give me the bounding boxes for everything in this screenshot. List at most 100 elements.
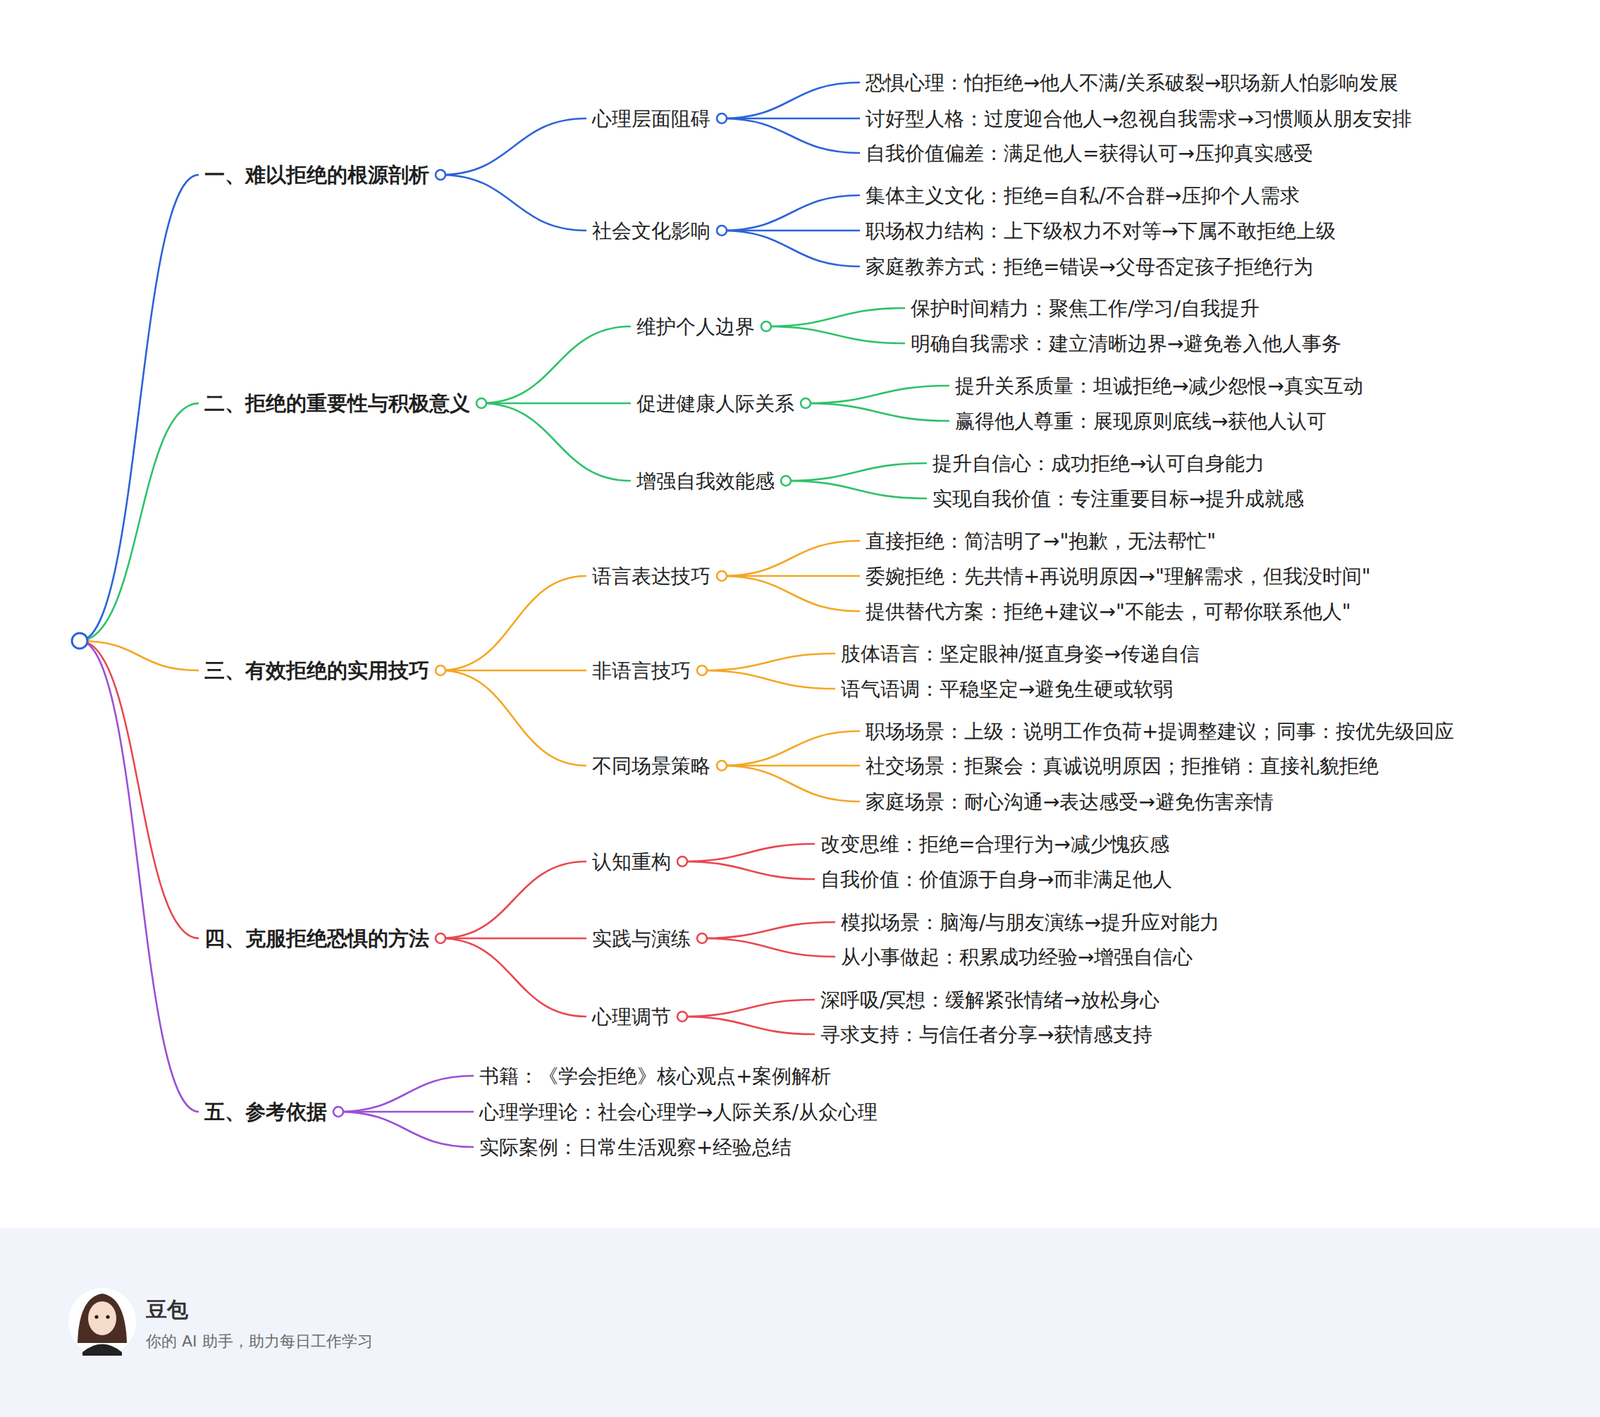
node-text: 肢体语言：坚定眼神/挺直身姿→传递自信 xyxy=(840,641,1200,667)
node-text: 语气语调：平稳坚定→避免生硬或软弱 xyxy=(840,676,1173,702)
leaf-node: 直接拒绝：简洁明了→"抱歉，无法帮忙" xyxy=(865,528,1216,554)
leaf-node: 实际案例：日常生活观察+经验总结 xyxy=(479,1134,792,1160)
node-text: 赢得他人尊重：展现原则底线→获他人认可 xyxy=(955,408,1327,434)
node-text: 实践与演练 xyxy=(592,926,691,951)
node-text: 社交场景：拒聚会：真诚说明原因；拒推销：直接礼貌拒绝 xyxy=(865,753,1379,779)
node-text: 心理层面阻碍 xyxy=(592,106,711,132)
subtopic-node: 心理调节 xyxy=(592,1004,672,1030)
branch-line xyxy=(440,575,587,671)
topic-node: 一、难以拒绝的根源剖析 xyxy=(204,162,430,188)
topic-node: 四、克服拒绝恐惧的方法 xyxy=(204,925,430,951)
node-text: 不同场景策略 xyxy=(592,753,711,779)
node-text: 从小事做起：积累成功经验→增强自信心 xyxy=(840,944,1193,970)
leaf-node: 书籍：《学会拒绝》核心观点+案例解析 xyxy=(479,1063,832,1089)
leaf-node: 赢得他人尊重：展现原则底线→获他人认可 xyxy=(955,408,1327,434)
node-text: 五、参考依据 xyxy=(204,1098,328,1125)
avatar-hair xyxy=(77,1293,127,1343)
branch-line xyxy=(721,575,860,612)
branch-dot xyxy=(677,856,688,867)
node-text: 模拟场景：脑海/与朋友演练→提升应对能力 xyxy=(840,909,1220,935)
branch-line xyxy=(721,765,860,802)
root-circle xyxy=(71,632,88,649)
node-text: 直接拒绝：简洁明了→"抱歉，无法帮忙" xyxy=(865,528,1216,554)
branch-line xyxy=(785,463,927,481)
root-branch xyxy=(79,174,199,641)
node-text: 明确自我需求：建立清晰边界→避免卷入他人事务 xyxy=(910,331,1342,356)
leaf-node: 模拟场景：脑海/与朋友演练→提升应对能力 xyxy=(840,909,1220,935)
node-text: 语言表达技巧 xyxy=(592,563,711,589)
node-text: 三、有效拒绝的实用技巧 xyxy=(204,657,430,683)
leaf-node: 明确自我需求：建立清晰边界→避免卷入他人事务 xyxy=(910,331,1342,356)
branch-line xyxy=(440,118,587,175)
subtopic-node: 语言表达技巧 xyxy=(592,563,711,589)
node-text: 职场场景：上级：说明工作负荷+提调整建议；同事：按优先级回应 xyxy=(865,718,1455,744)
leaf-node: 讨好型人格：过度迎合他人→忽视自我需求→习惯顺从朋友安排 xyxy=(865,106,1412,132)
leaf-node: 心理学理论：社会心理学→人际关系/从众心理 xyxy=(479,1099,878,1125)
branch-line xyxy=(682,1016,815,1035)
avatar-eye xyxy=(105,1314,110,1319)
branch-line xyxy=(338,1075,474,1112)
node-text: 维护个人边界 xyxy=(636,314,755,340)
node-text: 集体主义文化：拒绝=自私/不合群→压抑个人需求 xyxy=(865,183,1300,208)
leaf-node: 家庭场景：耐心沟通→表达感受→避免伤害亲情 xyxy=(865,789,1274,815)
branch-line xyxy=(766,326,906,344)
branch-line xyxy=(702,653,836,671)
node-text: 委婉拒绝：先共情+再说明原因→"理解需求，但我没时间" xyxy=(865,563,1371,589)
root-branch xyxy=(79,403,199,641)
node-text: 心理学理论：社会心理学→人际关系/从众心理 xyxy=(479,1099,878,1125)
node-text: 保护时间精力：聚焦工作/学习/自我提升 xyxy=(910,296,1260,321)
node-text: 家庭教养方式：拒绝=错误→父母否定孩子拒绝行为 xyxy=(865,254,1314,280)
subtopic-node: 增强自我效能感 xyxy=(636,468,775,494)
edge-layer xyxy=(338,82,950,1147)
node-text: 实现自我价值：专注重要目标→提升成就感 xyxy=(932,486,1304,512)
leaf-node: 集体主义文化：拒绝=自私/不合群→压抑个人需求 xyxy=(865,183,1300,208)
leaf-node: 提供替代方案：拒绝+建议→"不能去，可帮你联系他人" xyxy=(865,599,1352,624)
branch-line xyxy=(682,861,815,879)
subtopic-node: 心理层面阻碍 xyxy=(592,106,711,132)
branch-line xyxy=(481,403,631,481)
node-text: 社会文化影响 xyxy=(592,218,711,244)
branch-dot xyxy=(761,321,772,332)
node-text: 提升关系质量：坦诚拒绝→减少怨恨→真实互动 xyxy=(955,373,1364,399)
avatar-eye xyxy=(94,1314,98,1319)
branch-dot xyxy=(435,665,446,676)
footer-band xyxy=(0,1227,1600,1417)
branch-line xyxy=(721,82,860,119)
leaf-node: 改变思维：拒绝=合理行为→减少愧疚感 xyxy=(820,831,1170,857)
branch-line xyxy=(721,195,860,231)
leaf-node: 语气语调：平稳坚定→避免生硬或软弱 xyxy=(840,676,1173,702)
branch-line xyxy=(785,480,927,499)
leaf-node: 社交场景：拒聚会：真诚说明原因；拒推销：直接礼貌拒绝 xyxy=(865,753,1379,779)
branch-dot xyxy=(333,1106,344,1117)
topic-node: 三、有效拒绝的实用技巧 xyxy=(204,657,430,683)
node-text: 书籍：《学会拒绝》核心观点+案例解析 xyxy=(479,1063,832,1089)
avatar-body xyxy=(82,1344,122,1357)
node-text: 讨好型人格：过度迎合他人→忽视自我需求→习惯顺从朋友安排 xyxy=(865,106,1412,132)
subtopic-node: 促进健康人际关系 xyxy=(636,391,795,416)
leaf-node: 职场场景：上级：说明工作负荷+提调整建议；同事：按优先级回应 xyxy=(865,718,1455,744)
node-text: 职场权力结构：上下级权力不对等→下属不敢拒绝上级 xyxy=(865,218,1336,244)
branch-dot xyxy=(780,475,791,486)
branch-line xyxy=(481,326,631,404)
branch-line xyxy=(440,937,587,940)
branch-line xyxy=(766,308,906,327)
branch-line xyxy=(682,843,815,862)
node-text: 二、拒绝的重要性与积极意义 xyxy=(204,390,471,416)
subtopic-node: 认知重构 xyxy=(592,849,672,875)
branch-line xyxy=(702,938,836,957)
leaf-node: 提升自信心：成功拒绝→认可自身能力 xyxy=(932,451,1265,476)
leaf-node: 肢体语言：坚定眼神/挺直身姿→传递自信 xyxy=(840,641,1200,667)
branch-dot xyxy=(677,1011,688,1022)
branch-line xyxy=(440,861,587,939)
branch-dot xyxy=(716,113,727,124)
branch-line xyxy=(721,230,860,267)
topic-node: 二、拒绝的重要性与积极意义 xyxy=(204,390,471,416)
subtopic-node: 社会文化影响 xyxy=(592,218,711,244)
topic-node: 五、参考依据 xyxy=(204,1098,328,1125)
subtopic-node: 实践与演练 xyxy=(592,926,691,951)
node-text: 心理调节 xyxy=(592,1004,672,1030)
leaf-node: 委婉拒绝：先共情+再说明原因→"理解需求，但我没时间" xyxy=(865,563,1371,589)
branch-dot xyxy=(716,570,727,581)
root-branch xyxy=(79,640,199,939)
